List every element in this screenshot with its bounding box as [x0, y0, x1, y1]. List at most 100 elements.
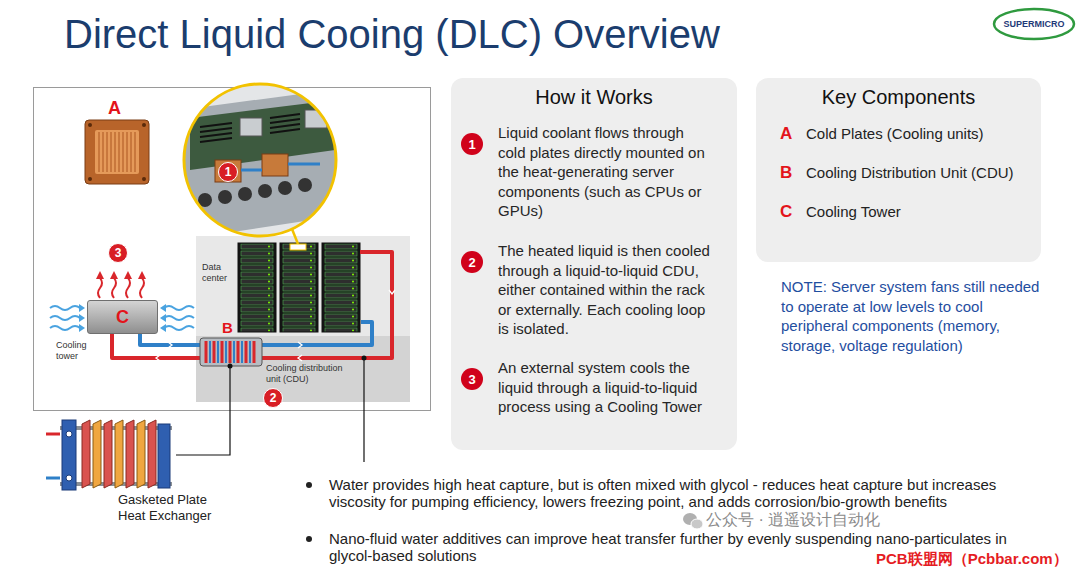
node-text: 1 — [219, 163, 237, 181]
heat-exchanger — [200, 338, 262, 366]
component-text: Cold Plates (Cooling units) — [806, 124, 1036, 144]
info-panel: How it WorksLiquid coolant flows through… — [451, 78, 737, 450]
note-text: NOTE: Server system fans still needed to… — [781, 277, 1043, 355]
server-closeup-part-part — [241, 164, 320, 170]
tower-air-flow-part — [124, 271, 132, 279]
plate-heat-exchanger-part — [66, 431, 72, 437]
server-closeup-part-part — [240, 118, 262, 136]
slide-title: Direct Liquid Cooing (DLC) Overview — [64, 10, 720, 58]
cooling-tower-box: C — [87, 300, 158, 334]
plate-heat-exchanger-part — [46, 477, 60, 480]
bullet-text: Water provides high heat capture, but is… — [329, 476, 1044, 510]
coolant-pipe-part — [262, 252, 392, 358]
part-label: Data center — [202, 262, 236, 284]
plate-heat-exchanger-part — [158, 424, 170, 488]
part-label: Cooling tower — [56, 340, 98, 362]
server-closeup-part-part — [200, 114, 300, 142]
tower-air-flow-part — [98, 278, 102, 298]
wechat-icon-part — [691, 519, 703, 529]
step-number: 2 — [461, 251, 483, 273]
server-closeup-part-part — [215, 160, 241, 182]
server-closeup-part-part — [258, 184, 272, 198]
node-text: 3 — [461, 368, 483, 390]
info-panel: Key ComponentsCold Plates (Cooling units… — [756, 78, 1041, 262]
data-center-area-part — [196, 236, 410, 402]
plate-heat-exchanger-part — [82, 420, 90, 488]
flow-chevron-part — [298, 342, 302, 348]
step-number: 3 — [461, 368, 483, 390]
watermark: PCB联盟网（Pcbbar.com） — [876, 549, 1068, 568]
component-letter: A — [780, 124, 792, 144]
tower-air-flow-part — [96, 271, 104, 279]
plate-heat-exchanger-part — [66, 475, 72, 481]
plate-heat-exchanger-part — [46, 433, 60, 436]
server-closeup-part-part — [218, 190, 232, 204]
component-text: Cooling Distribution Unit (CDU) — [806, 163, 1036, 183]
cold-plate-part — [142, 177, 146, 181]
tower-air-flow-part — [160, 324, 166, 332]
plate-heat-exchanger-part — [148, 420, 156, 488]
node-text: 1 — [461, 133, 483, 155]
server-closeup-part-part — [298, 178, 312, 192]
tower-air-flow-part — [160, 314, 166, 322]
tower-air-flow-part — [160, 304, 166, 312]
cold-plate-part — [95, 130, 139, 174]
illustration-frame-part — [34, 88, 431, 411]
server-closeup-part — [184, 84, 336, 236]
tower-air-flow-part — [112, 278, 116, 298]
flow-chevron-part — [389, 290, 395, 294]
tower-air-flow-part — [79, 304, 85, 312]
server-rack — [238, 243, 360, 332]
heat-exchanger-part — [206, 341, 254, 363]
part-letter: B — [222, 320, 233, 336]
server-closeup-part-part — [262, 154, 288, 176]
coolant-pipe-part — [262, 322, 372, 345]
leader-line-part — [176, 366, 230, 455]
step-text: The heated liquid is then cooled through… — [498, 241, 710, 339]
server-rack-part — [322, 243, 360, 332]
logo-ring-part — [994, 9, 1074, 39]
illustration-frame — [34, 88, 431, 411]
server-closeup-part-part — [278, 181, 292, 195]
server-closeup-part — [290, 244, 306, 250]
cold-plate — [85, 120, 149, 184]
coolant-pipe-part — [112, 334, 200, 358]
logo-ring — [994, 9, 1074, 39]
cold-plate-part — [142, 123, 146, 127]
leader-line-part — [363, 358, 364, 462]
plate-heat-exchanger-part — [137, 420, 145, 488]
heat-exchanger-part — [200, 338, 262, 366]
server-closeup-part-part — [180, 80, 345, 245]
cold-plate-part — [99, 132, 135, 172]
step-text: An external system cools the liquid thro… — [498, 358, 710, 417]
step-text: Liquid coolant flows through cold plates… — [498, 123, 710, 221]
plate-heat-exchanger-part — [93, 420, 101, 488]
server-closeup-part — [292, 229, 298, 244]
tower-air-flow-part — [164, 306, 194, 330]
server-closeup-part-part — [238, 187, 252, 201]
plate-heat-exchanger-part — [115, 420, 123, 488]
logo-text: SUPERMICRO — [994, 18, 1074, 30]
node-text: 3 — [109, 244, 127, 262]
bullet-dot — [306, 482, 312, 488]
flow-chevron — [156, 290, 395, 361]
part-label: Cooling distribution unit (CDU) — [266, 363, 356, 385]
node-text: 2 — [264, 389, 282, 407]
node-text: 2 — [461, 251, 483, 273]
bullet-dot — [306, 536, 312, 542]
plate-heat-exchanger-part — [104, 420, 112, 488]
component-letter: C — [780, 202, 792, 222]
component-text: Cooling Tower — [806, 202, 1036, 222]
junction-dot-part — [228, 364, 233, 369]
cold-plate-part — [88, 123, 92, 127]
heat-exchanger-part — [210, 341, 250, 363]
tower-air-flow-part — [79, 314, 85, 322]
server-rack-part — [280, 243, 318, 332]
watermark: 公众号 · 逍遥设计自动化 — [706, 511, 880, 529]
plate-heat-exchanger-part — [62, 420, 76, 490]
server-rack-part — [238, 243, 276, 332]
server-closeup-part — [180, 80, 345, 245]
cold-plate-part — [85, 120, 149, 184]
tower-air-flow-part — [138, 271, 146, 279]
